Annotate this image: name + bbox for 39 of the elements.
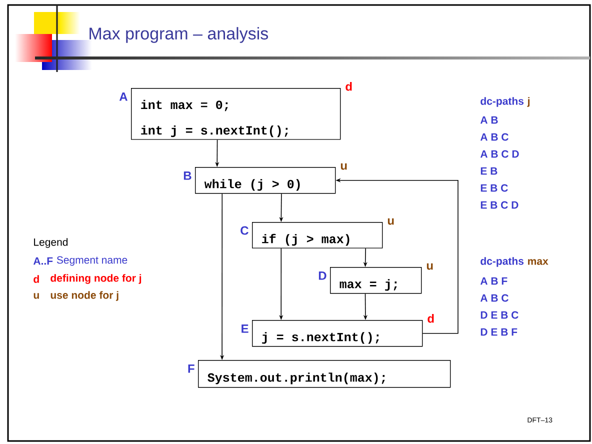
path-list-text: A B C	[480, 133, 508, 141]
legend-text: Segment name	[56, 256, 128, 266]
segment-letter: B	[184, 172, 192, 180]
path-list-text: E B C	[480, 184, 508, 192]
path-list-text: max	[528, 259, 548, 265]
code-box: if (j > max)	[252, 222, 383, 248]
code-box: max = j;	[330, 267, 422, 294]
path-list-text: D E B C	[480, 311, 518, 319]
path-list-text: A B F	[480, 277, 508, 285]
code-box: int max = 0; int j = s.nextInt();	[131, 88, 341, 140]
segment-letter: F	[188, 364, 194, 373]
slide-title: Max program – analysis	[90, 27, 268, 43]
segment-letter: D	[318, 272, 326, 280]
node-mark: u	[426, 263, 433, 270]
path-list-text: dc-paths	[480, 257, 524, 267]
path-list-text: E B C D	[480, 201, 518, 209]
legend-text: d	[34, 275, 39, 283]
path-list-text: j	[527, 97, 530, 107]
segment-letter: E	[242, 324, 248, 333]
legend-text: defining node for j	[50, 274, 142, 284]
path-list-text: E B	[480, 167, 498, 175]
path-list-text: A B C D	[480, 150, 519, 158]
node-mark: d	[428, 314, 434, 323]
path-list-text: A B C	[480, 294, 508, 302]
node-mark: u	[388, 218, 394, 225]
legend-text: A..F	[33, 257, 53, 265]
segment-letter: A	[119, 92, 128, 101]
node-mark: d	[346, 82, 352, 91]
legend-text: use node for j	[50, 291, 118, 301]
legend-text: u	[34, 293, 39, 299]
path-list-text: dc-paths	[480, 97, 524, 107]
segment-letter: C	[240, 226, 248, 235]
code-box: j = s.nextInt();	[252, 320, 423, 347]
code-box: while (j > 0)	[195, 167, 336, 194]
path-list-text: D E B F	[480, 328, 518, 336]
legend-text: Legend	[34, 238, 68, 248]
node-mark: u	[340, 163, 347, 170]
path-list-text: A B	[480, 116, 498, 124]
code-box: System.out.println(max);	[198, 360, 451, 388]
